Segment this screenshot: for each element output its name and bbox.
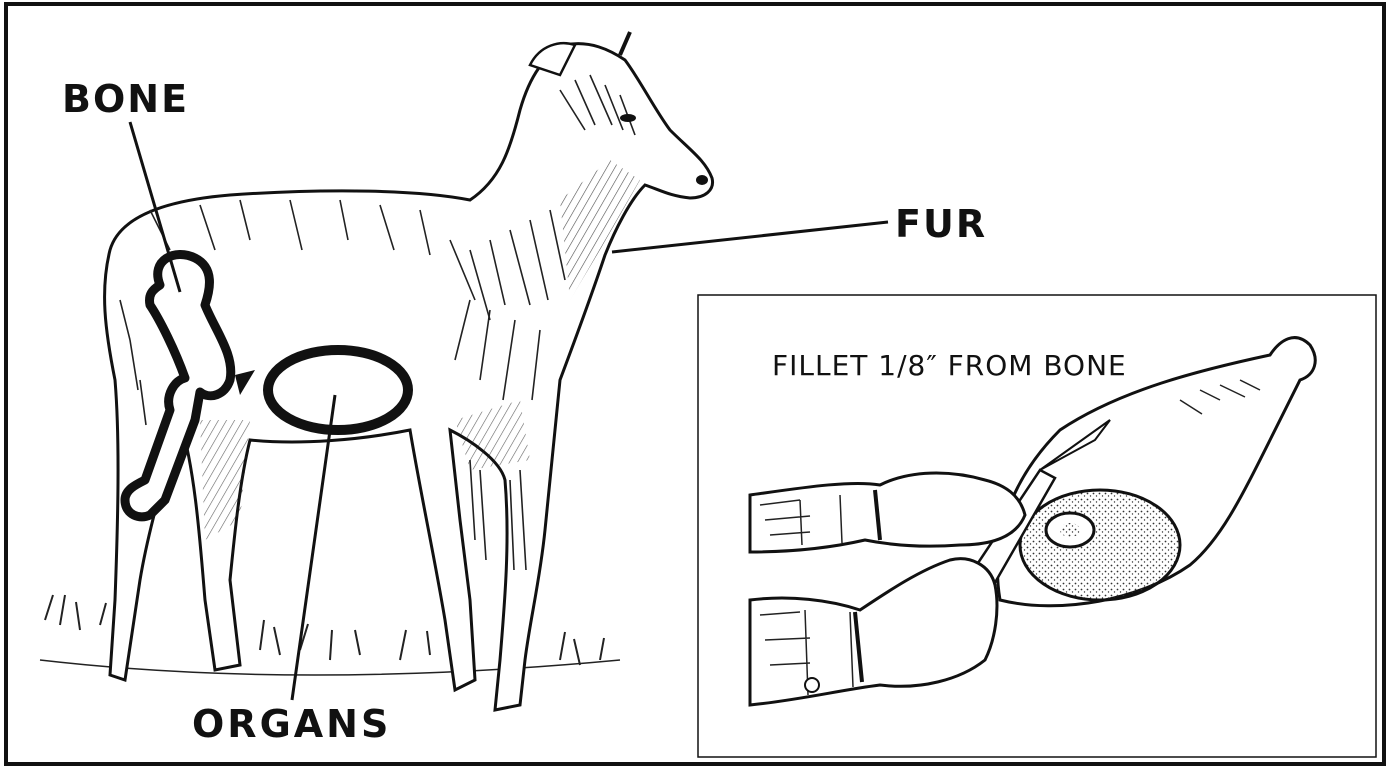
fur-leader-line <box>612 222 888 252</box>
organs-outline <box>268 350 408 430</box>
organs-label: ORGANS <box>192 705 391 743</box>
fur-label: FUR <box>895 205 987 243</box>
bone-label: BONE <box>62 80 189 118</box>
goat-illustration <box>40 32 713 710</box>
fillet-instruction-label: FILLET 1/8″ FROM BONE <box>772 352 1127 380</box>
cuff-button-icon <box>805 678 819 692</box>
meat-cross-section <box>1020 490 1180 600</box>
goat-horn-icon <box>620 32 630 55</box>
goat-eye-icon <box>620 114 636 122</box>
goat-nose-icon <box>696 175 708 185</box>
